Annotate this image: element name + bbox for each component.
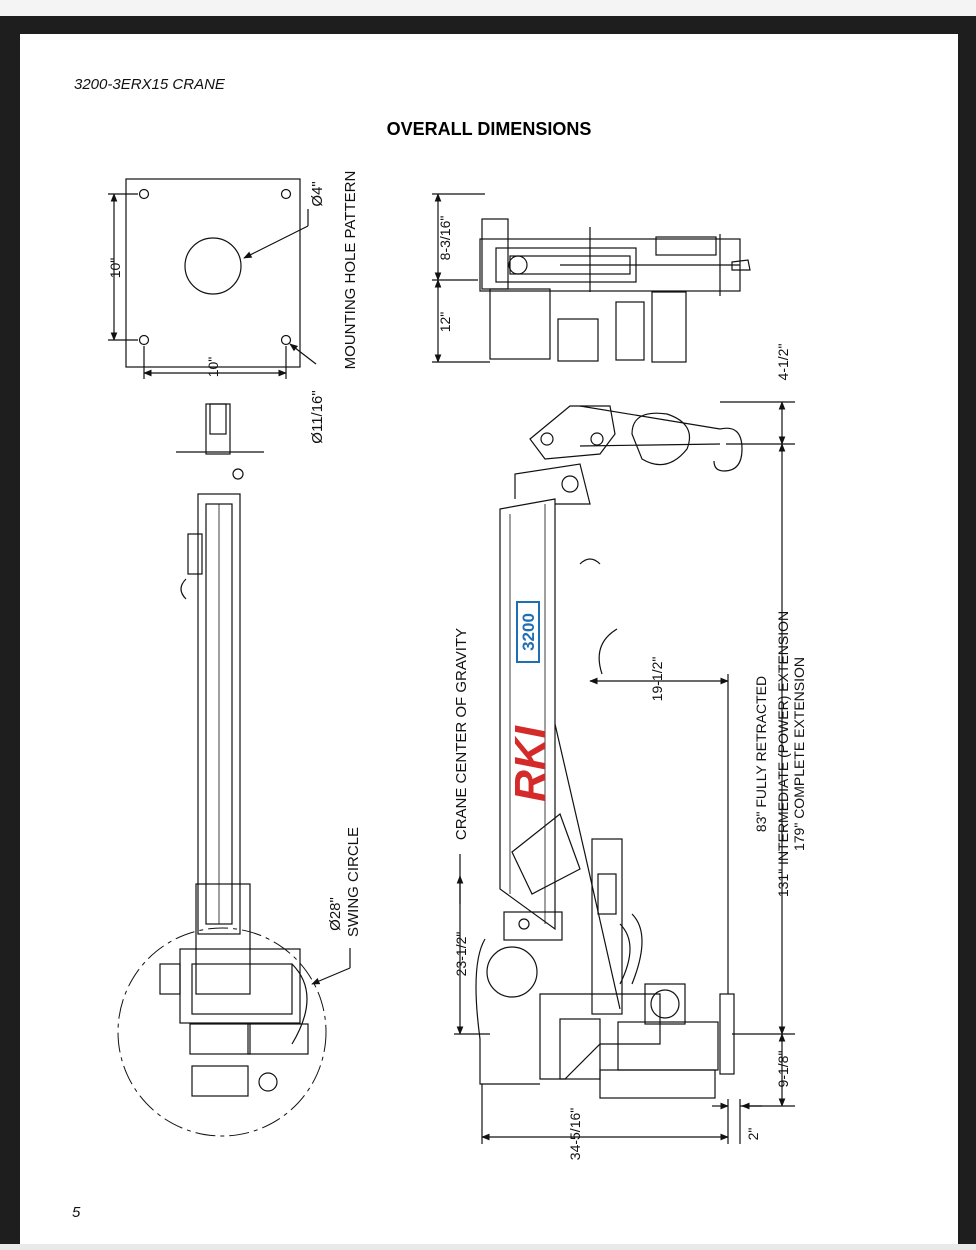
bolt-hole-label: Ø11/16": [309, 390, 326, 443]
mounting-width-label: 10": [205, 357, 221, 378]
bolt-hole: [280, 334, 292, 346]
top-view-dim-b: 12": [437, 312, 453, 333]
mounting-plate: [125, 178, 301, 368]
center-hole-leader: [243, 225, 309, 259]
brand-logo: RKI: [506, 725, 555, 802]
dimension-drawing: 10" 10" Ø4" Ø11/16" MOUNTING HOLE PATTER…: [107, 171, 807, 1161]
swing-circle: [117, 927, 327, 1137]
extension-complete: 179" COMPLETE EXTENSION: [791, 657, 807, 851]
model-badge: [516, 601, 540, 663]
side-view-drawing: [454, 401, 795, 1144]
rear-view-drawing: [117, 403, 351, 1137]
mounting-hole-pattern: [108, 178, 317, 379]
cog-label: CRANE CENTER OF GRAVITY: [453, 628, 470, 840]
bolt-hole: [138, 334, 150, 346]
center-hole: [184, 237, 242, 295]
extension-intermediate: 131" INTERMEDIATE (POWER) EXTENSION: [775, 611, 791, 897]
extension-fully-retracted: 83" FULLY RETRACTED: [753, 676, 769, 832]
document-page: 3200-3ERX15 CRANE OVERALL DIMENSIONS 5: [20, 34, 958, 1244]
window-top-bar: [0, 0, 976, 16]
window-bottom-bar: [0, 1244, 976, 1250]
top-view-dim-a: 8-3/16": [437, 216, 453, 261]
bolt-hole: [280, 188, 292, 200]
dim-cog-reach: 19-1/2": [649, 657, 665, 702]
bolt-hole-leader: [289, 343, 317, 365]
dim-hook-top: 4-1/2": [775, 344, 791, 381]
model-number: 3200: [519, 613, 538, 651]
dim-base-width: 34-5/16": [567, 1108, 583, 1160]
dim-mount-height: 9-1/8": [775, 1051, 791, 1088]
section-title: OVERALL DIMENSIONS: [386, 119, 592, 139]
page-number: 5: [72, 1204, 81, 1221]
swing-diameter-label: Ø28": [327, 897, 344, 931]
bolt-hole: [138, 188, 150, 200]
mounting-pattern-label: MOUNTING HOLE PATTERN: [342, 171, 359, 370]
top-view-drawing: [432, 193, 751, 363]
dim-cog-height: 23-1/2": [453, 932, 469, 977]
center-hole-label: Ø4": [309, 181, 326, 206]
dim-base-offset: 2": [745, 1128, 761, 1141]
mounting-height-label: 10": [107, 258, 123, 279]
document-title: 3200-3ERX15 CRANE: [74, 76, 225, 93]
swing-circle-label: SWING CIRCLE: [345, 827, 362, 937]
